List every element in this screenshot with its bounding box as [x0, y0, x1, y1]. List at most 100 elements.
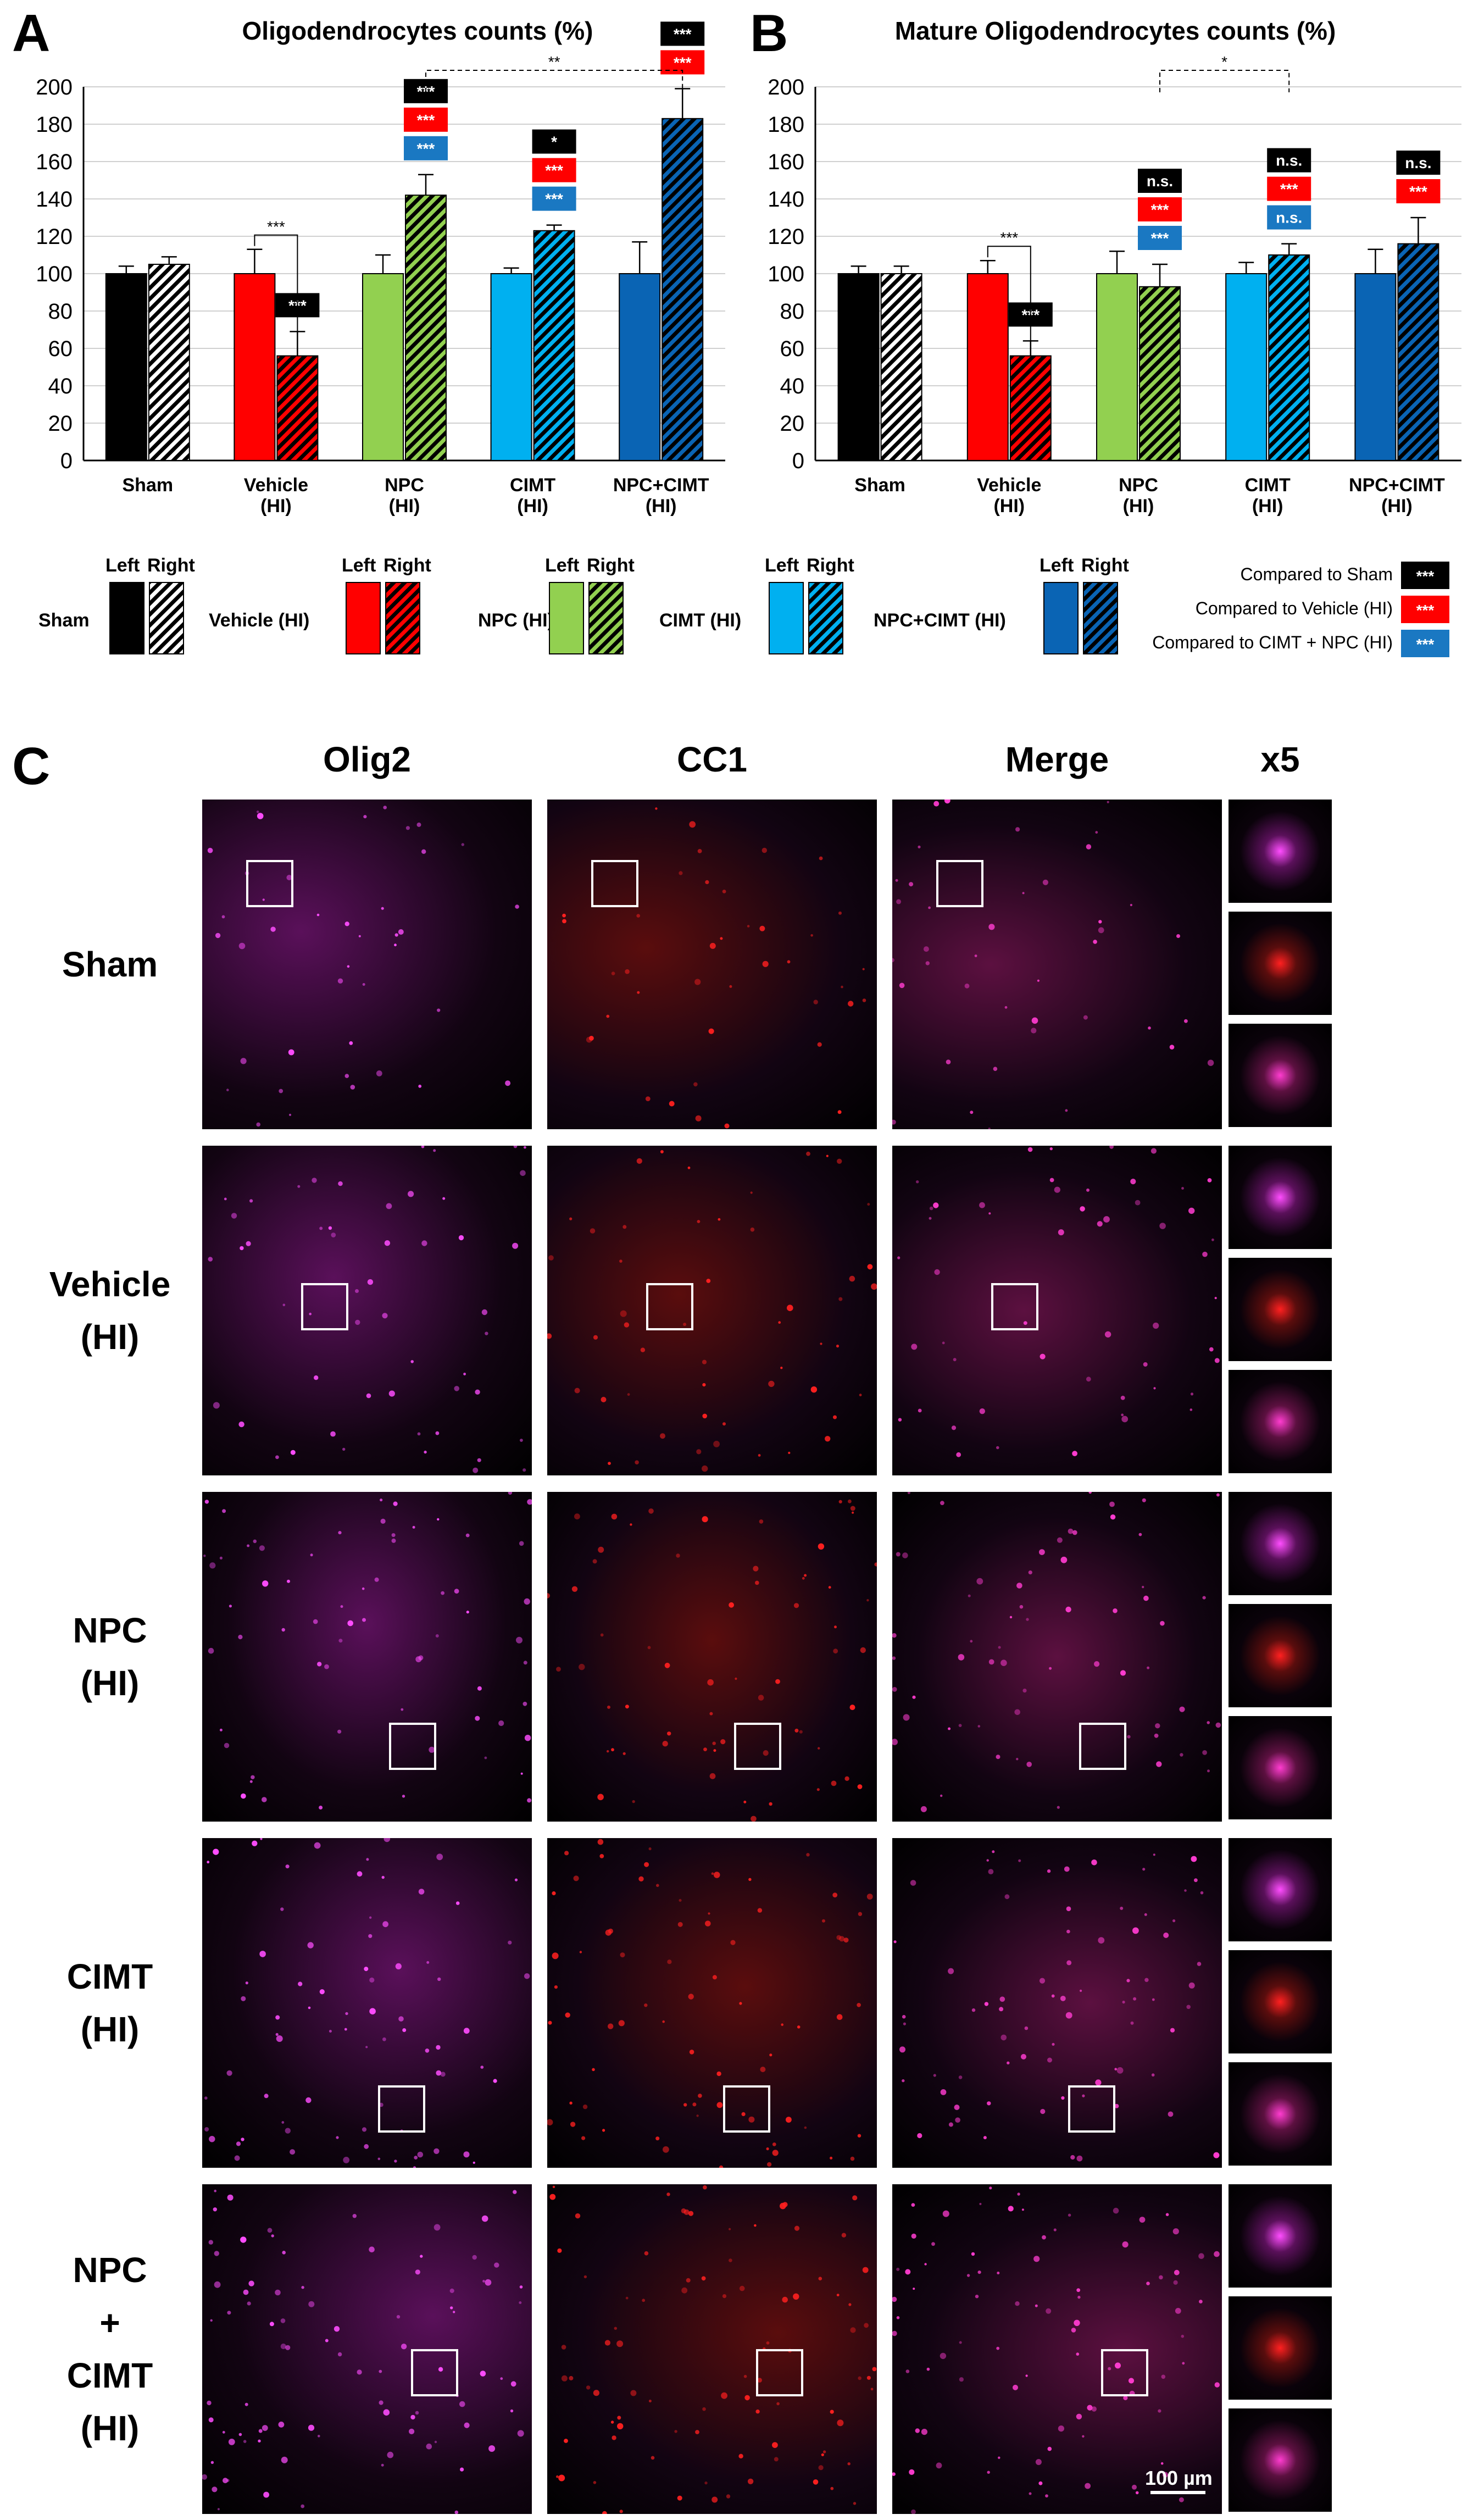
- zoom-region-box: [991, 1283, 1038, 1330]
- legend-swatch-left: [109, 582, 144, 654]
- micrograph-image: 100 µm: [892, 2184, 1222, 2514]
- column-header: Merge: [1005, 740, 1109, 779]
- panel-b-letter: B: [750, 4, 788, 63]
- significance-badge: [404, 136, 448, 160]
- significance-text: ***: [417, 140, 435, 157]
- zoom-region-box: [723, 2085, 770, 2133]
- micrograph-image: [202, 1838, 532, 2168]
- legend-swatch-left: [549, 582, 584, 654]
- zoom-tile: [1229, 2296, 1332, 2400]
- legend-right-label: Right: [1081, 555, 1129, 576]
- y-tick-label: 180: [36, 113, 73, 137]
- legend-group-label: NPC+CIMT (HI): [874, 610, 1006, 631]
- significance-text: ***: [1151, 230, 1169, 247]
- significance-badge: [1267, 176, 1311, 201]
- significance-text: n.s.: [1276, 209, 1302, 226]
- significance-badge: [1396, 151, 1441, 175]
- x-tick-label: Vehicle: [977, 475, 1041, 496]
- zoom-tile: [1229, 1716, 1332, 1819]
- cell-dots: [208, 1146, 526, 1473]
- x-tick-label-2: (HI): [993, 496, 1025, 517]
- legend-group-label: CIMT (HI): [659, 610, 741, 631]
- charts-svg: Oligodendrocytes counts (%)0204060801001…: [36, 16, 1461, 517]
- y-tick-label: 140: [36, 187, 73, 212]
- row-label-line: (HI): [80, 1317, 140, 1357]
- x-tick-label-2: (HI): [1123, 496, 1154, 517]
- significance-text: ***: [545, 162, 563, 179]
- y-tick-label: 20: [780, 412, 805, 436]
- bar-right: [880, 273, 922, 461]
- x-tick-label-2: (HI): [389, 496, 420, 517]
- row-label: Vehicle(HI): [22, 1258, 198, 1363]
- y-tick-label: 200: [768, 75, 804, 99]
- x-tick-label-2: (HI): [260, 496, 292, 517]
- zoom-tile: [1229, 1492, 1332, 1595]
- x-tick-label: CIMT: [1245, 475, 1291, 496]
- cell-dots: [204, 1838, 530, 2168]
- cell-dots: [549, 2185, 877, 2514]
- significance-text: ***: [417, 112, 435, 129]
- legend-swatch-right: [588, 582, 624, 654]
- scale-bar-label: 100 µm: [1145, 2467, 1213, 2489]
- legend-left-label: Left: [105, 555, 140, 576]
- zoom-tile: [1229, 800, 1332, 903]
- zoom-region-box: [301, 1283, 348, 1330]
- significance-badge: [1267, 148, 1311, 173]
- y-tick-label: 120: [36, 225, 73, 249]
- zoom-region-box: [389, 1723, 436, 1770]
- bracket: [1159, 70, 1290, 92]
- y-tick-label: 0: [792, 449, 804, 473]
- legend-swatch-left: [1043, 582, 1079, 654]
- y-tick-label: 180: [768, 113, 804, 137]
- legend-stat: Compared to Vehicle (HI)***: [1196, 596, 1449, 623]
- micrograph-image: [202, 1146, 532, 1475]
- legend-stat-badge: [1401, 596, 1449, 623]
- legend-stat-badge: [1401, 562, 1449, 589]
- legend-right-label: Right: [383, 555, 431, 576]
- zoom-region-box: [378, 2085, 425, 2133]
- y-tick-label: 40: [48, 374, 73, 398]
- legend-stat-text: ***: [1416, 568, 1435, 585]
- micrograph-image: [202, 800, 532, 1129]
- legend-left-label: Left: [765, 555, 799, 576]
- row-label-line: +: [99, 2303, 120, 2343]
- bar-right: [662, 118, 704, 462]
- cell-dots: [207, 806, 519, 1127]
- x-tick-label: NPC: [1119, 475, 1158, 496]
- bar-right: [148, 264, 190, 461]
- y-tick-label: 120: [768, 225, 804, 249]
- bracket: [425, 70, 683, 92]
- cell-dots: [562, 807, 866, 1129]
- bracket: [987, 246, 1031, 353]
- bar-left: [234, 273, 276, 461]
- bar-left: [105, 273, 147, 461]
- significance-badge: [532, 186, 576, 211]
- zoom-region-box: [1101, 2349, 1148, 2396]
- micrograph-image: [547, 800, 877, 1129]
- legend-right-label: Right: [587, 555, 635, 576]
- micrograph-image: [547, 2184, 877, 2514]
- column-header: CC1: [676, 740, 748, 779]
- micrograph-image: [892, 1838, 1222, 2168]
- x-tick-label: CIMT: [510, 475, 555, 496]
- bar-left: [966, 273, 1009, 461]
- x-tick-label: NPC+CIMT: [1349, 475, 1445, 496]
- cell-dots: [547, 1150, 877, 1472]
- legend-stat: Compared to Sham***: [1241, 562, 1449, 589]
- significance-text: n.s.: [1147, 173, 1173, 190]
- legend-left-label: Left: [545, 555, 579, 576]
- zoom-region-box: [646, 1283, 693, 1330]
- y-tick-label: 20: [48, 412, 73, 436]
- bar-right: [405, 195, 447, 461]
- x-tick-label-2: (HI): [1252, 496, 1283, 517]
- significance-badge: [1138, 169, 1182, 193]
- zoom-tile: [1229, 1604, 1332, 1707]
- micrograph-image: [892, 1492, 1222, 1822]
- row-label-line: NPC: [73, 2250, 147, 2290]
- zoom-region-box: [734, 1723, 781, 1770]
- zoom-region-box: [1068, 2085, 1115, 2133]
- micrograph-image: [547, 1146, 877, 1475]
- significance-text: ***: [674, 25, 692, 42]
